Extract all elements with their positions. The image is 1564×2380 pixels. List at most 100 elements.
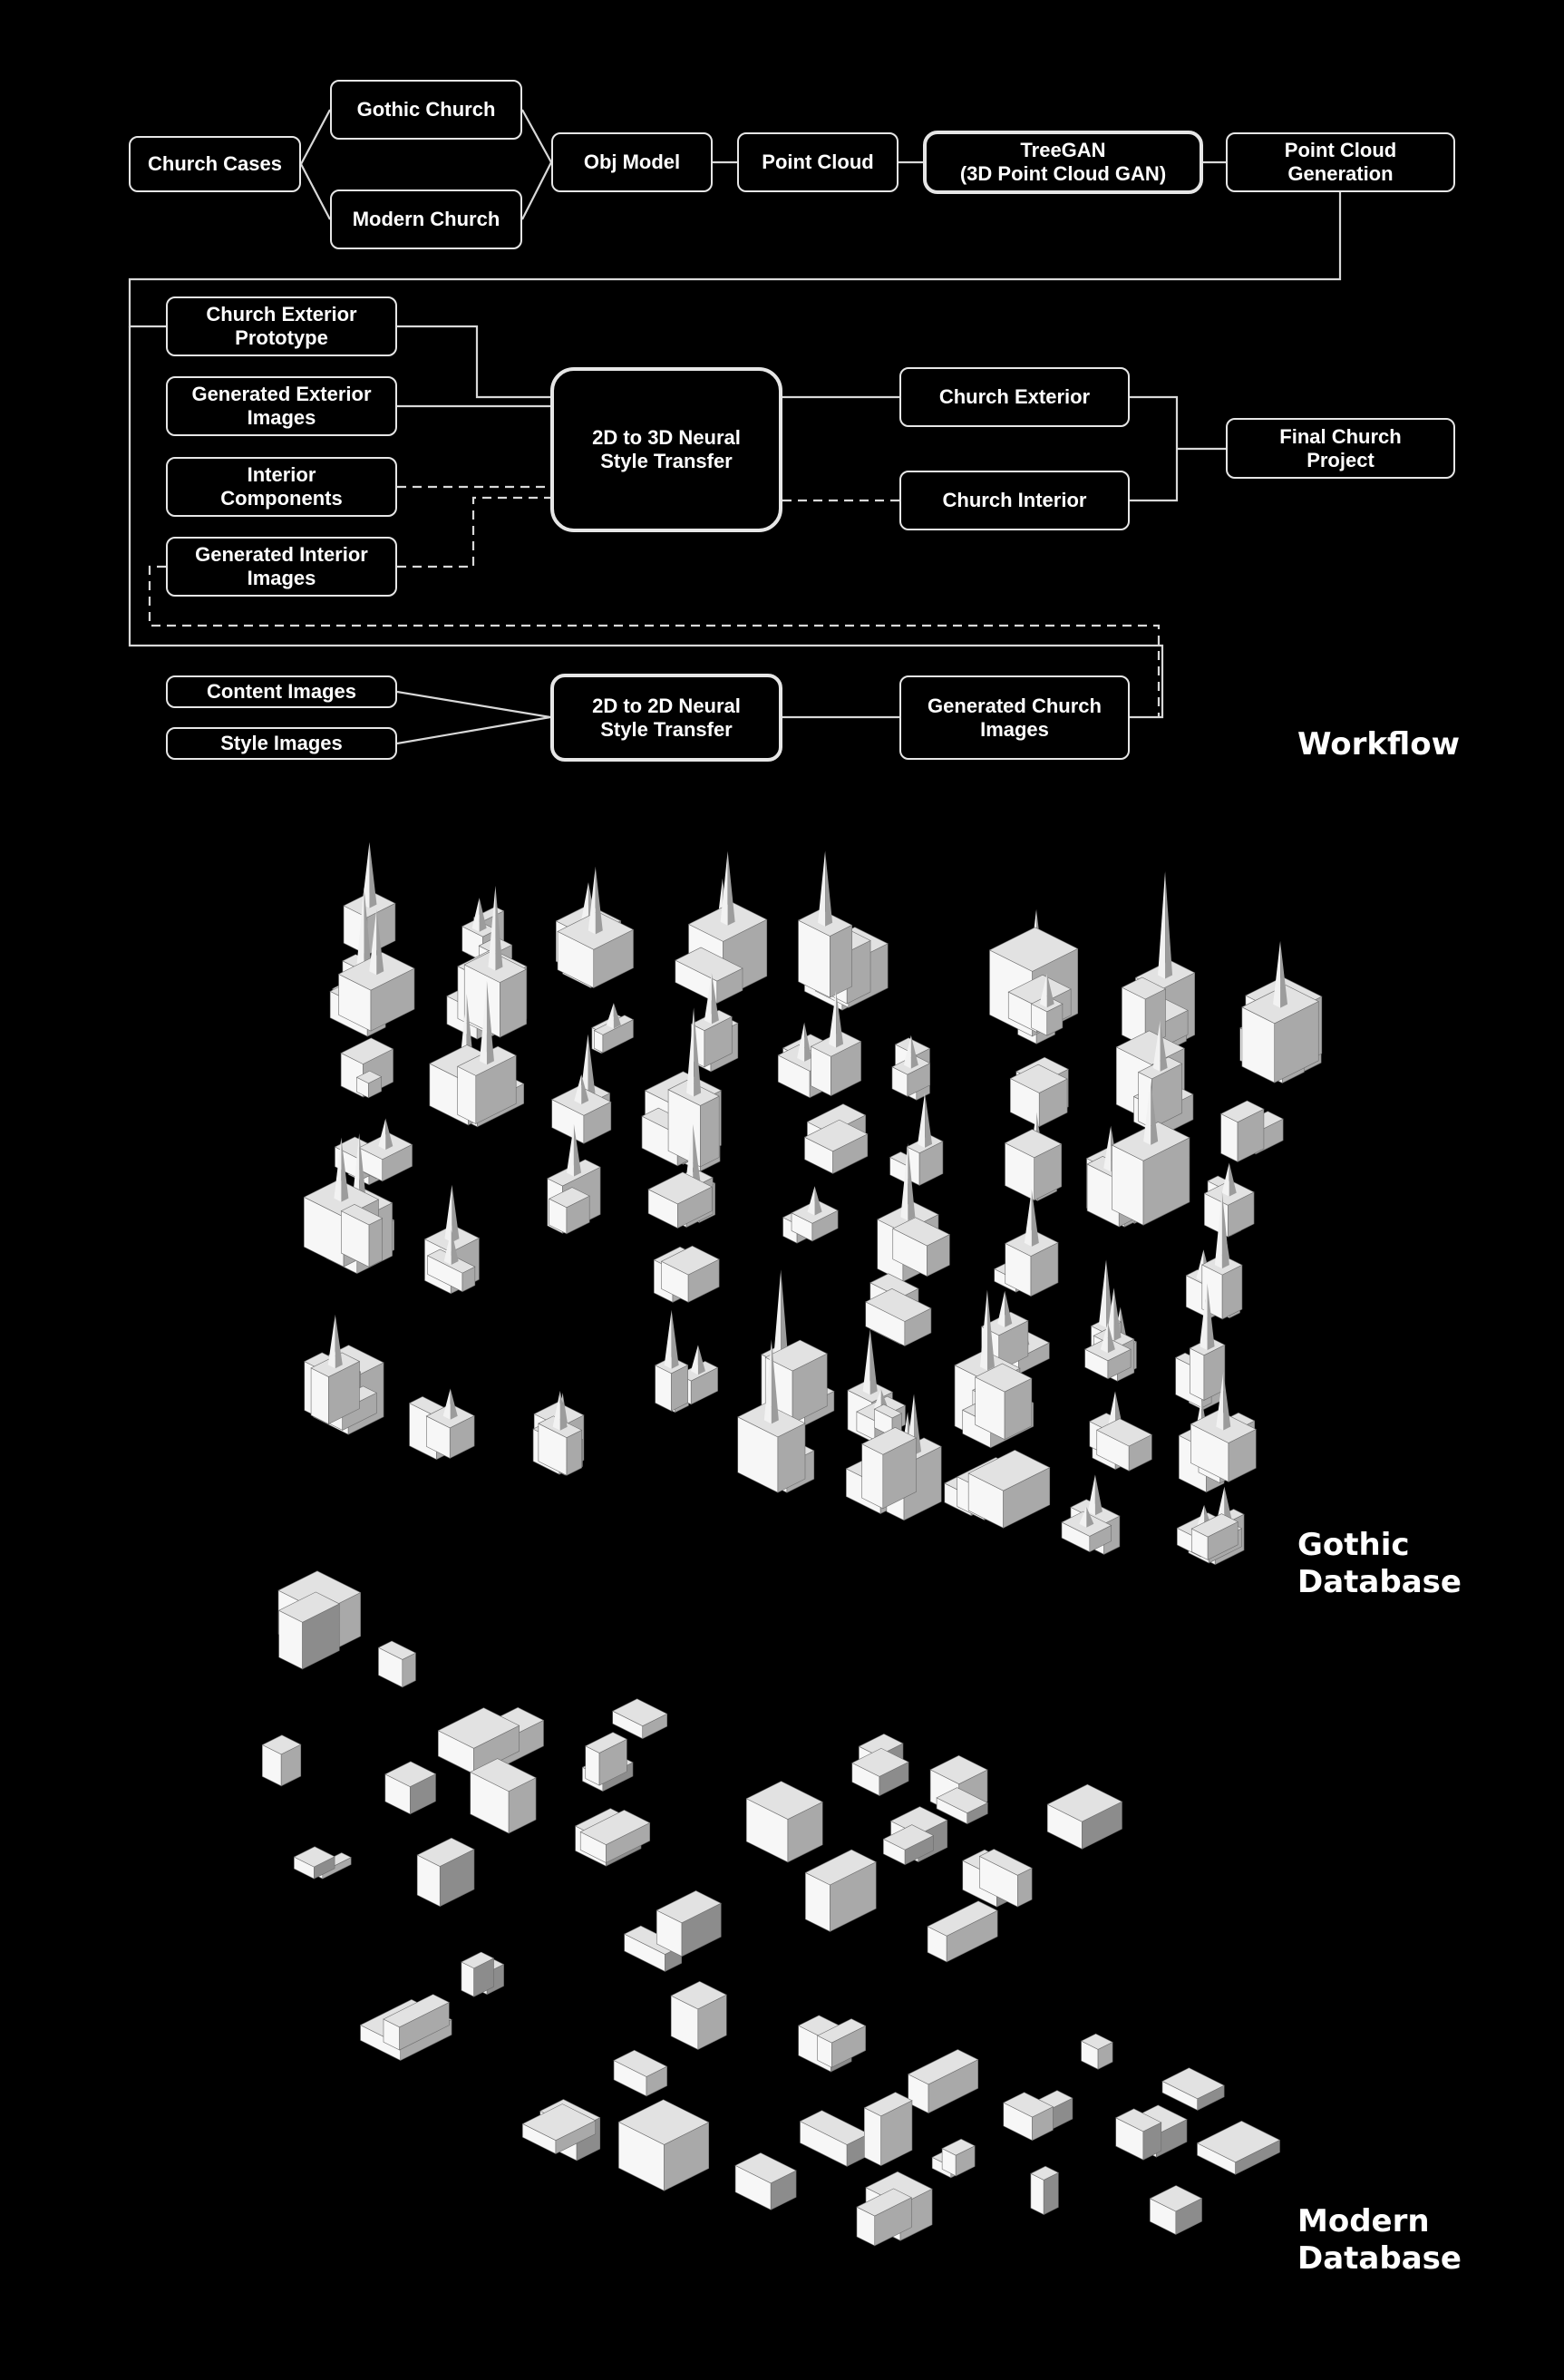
connector-modern-obj bbox=[521, 161, 552, 220]
modern-model-31-part-0 bbox=[799, 2110, 869, 2167]
connector-style-transfer2d bbox=[396, 715, 551, 745]
connector-cases-gothic bbox=[300, 109, 331, 165]
gothic-model-47-part-3 bbox=[538, 1390, 583, 1476]
node-point-cloud-generation: Point Cloud Generation bbox=[1226, 132, 1455, 192]
modern-model-36-part-0 bbox=[734, 2152, 797, 2210]
gothic-model-38-part-3 bbox=[1083, 1322, 1132, 1380]
gothic-model-51-part-2 bbox=[967, 1450, 1051, 1529]
connector-intimages-loop bbox=[148, 565, 1161, 717]
modern-model-29-part-1 bbox=[521, 2103, 597, 2155]
modern-model-18-part-1 bbox=[656, 1890, 722, 1957]
modern-model-30-part-1 bbox=[1115, 2108, 1162, 2161]
modern-model-21-part-0 bbox=[670, 1981, 727, 2051]
modern-model-31-part-1 bbox=[863, 2092, 913, 2167]
node-2d-to-3d-style-transfer: 2D to 3D Neural Style Transfer bbox=[550, 367, 782, 532]
modern-model-17-part-0 bbox=[804, 1849, 877, 1932]
modern-model-12-part-1 bbox=[882, 1824, 935, 1866]
gothic-model-5-part-3 bbox=[337, 908, 415, 1032]
modern-model-1-part-0 bbox=[377, 1640, 417, 1688]
node-generated-interior-images: Generated Interior Images bbox=[166, 537, 397, 597]
node-modern-church: Modern Church bbox=[330, 189, 522, 249]
gothic-model-52-part-1 bbox=[1061, 1506, 1112, 1553]
modern-model-4-part-0 bbox=[261, 1734, 302, 1787]
connector-generation-prototype bbox=[128, 192, 1342, 328]
modern-model-20-part-1 bbox=[461, 1951, 495, 1997]
gothic-model-50-part-3 bbox=[860, 1426, 918, 1510]
node-treegan: TreeGAN (3D Point Cloud GAN) bbox=[923, 131, 1203, 194]
connector-content-transfer2d bbox=[396, 690, 551, 719]
gothic-model-39-part-2 bbox=[1189, 1283, 1226, 1401]
gothic-model-48-part-3 bbox=[1190, 1372, 1257, 1482]
modern-database-models bbox=[261, 1570, 1281, 2247]
modern-model-11-part-0 bbox=[745, 1781, 823, 1863]
modern-model-23-part-1 bbox=[817, 2018, 867, 2068]
gothic-model-9-part-1 bbox=[593, 1003, 635, 1054]
gothic-database-label: Gothic Database bbox=[1297, 1527, 1462, 1600]
gothic-model-16-part-1 bbox=[1009, 1064, 1068, 1128]
modern-model-2-part-0 bbox=[612, 1698, 668, 1740]
modern-model-24-part-0 bbox=[1080, 2033, 1113, 2070]
gothic-model-30-part-3 bbox=[340, 1203, 384, 1268]
node-church-cases: Church Cases bbox=[129, 136, 301, 192]
gothic-model-23-part-1 bbox=[906, 1093, 944, 1186]
gothic-model-14-part-1 bbox=[891, 1035, 931, 1097]
node-obj-model: Obj Model bbox=[551, 132, 713, 192]
node-church-interior: Church Interior bbox=[899, 471, 1130, 530]
gothic-model-24-part-1 bbox=[1004, 1129, 1063, 1201]
modern-model-3-part-1 bbox=[437, 1707, 520, 1775]
connector-gothic-obj bbox=[521, 109, 552, 163]
node-gothic-church: Gothic Church bbox=[330, 80, 522, 140]
modern-model-19-part-0 bbox=[927, 1900, 998, 1963]
modern-model-8-part-1 bbox=[936, 1787, 988, 1825]
gothic-model-44-part-3 bbox=[975, 1363, 1033, 1441]
gothic-model-33-part-1 bbox=[426, 1229, 476, 1293]
gothic-model-34-part-1 bbox=[660, 1245, 720, 1303]
gothic-model-4-part-3 bbox=[797, 850, 853, 998]
gothic-model-21-part-1 bbox=[803, 1119, 869, 1174]
modern-model-34-part-0 bbox=[617, 2099, 710, 2191]
connector-exterior-interior-merge bbox=[1130, 395, 1179, 502]
node-interior-components: Interior Components bbox=[166, 457, 397, 517]
gothic-model-22-part-3 bbox=[358, 1118, 413, 1182]
gothic-model-27-part-1 bbox=[549, 1187, 590, 1235]
modern-model-28-part-1 bbox=[1003, 2092, 1054, 2142]
modern-model-16-part-0 bbox=[416, 1837, 475, 1908]
gothic-model-46-part-3 bbox=[1096, 1418, 1153, 1472]
modern-model-5-part-1 bbox=[585, 1732, 628, 1786]
modern-model-7-part-0 bbox=[384, 1761, 437, 1815]
modern-model-15-part-1 bbox=[978, 1849, 1033, 1908]
gothic-database-models bbox=[303, 841, 1323, 1566]
modern-model-26-part-0 bbox=[1161, 2067, 1225, 2111]
node-style-images: Style Images bbox=[166, 727, 397, 760]
gothic-model-36-part-1 bbox=[865, 1288, 932, 1347]
modern-model-27-part-0 bbox=[908, 2049, 979, 2114]
connector-extimages-loop bbox=[128, 326, 1164, 719]
gothic-model-7-part-3 bbox=[1030, 973, 1064, 1036]
modern-model-37-part-0 bbox=[1149, 2185, 1203, 2235]
gothic-model-28-part-1 bbox=[1203, 1162, 1255, 1238]
modern-model-13-part-1 bbox=[579, 1810, 651, 1863]
node-generated-church-images: Generated Church Images bbox=[899, 675, 1130, 760]
node-final-church-project: Final Church Project bbox=[1226, 418, 1455, 479]
modern-model-38-part-1 bbox=[856, 2188, 912, 2247]
node-church-exterior: Church Exterior bbox=[899, 367, 1130, 427]
gothic-model-11-part-3 bbox=[1241, 940, 1319, 1083]
gothic-model-17-part-2 bbox=[1137, 1020, 1183, 1129]
node-generated-exterior-images: Generated Exterior Images bbox=[166, 376, 397, 436]
gothic-model-45-part-1 bbox=[425, 1388, 475, 1459]
gothic-model-2-part-3 bbox=[557, 866, 635, 988]
gothic-model-40-part-2 bbox=[654, 1309, 689, 1412]
modern-model-35-part-0 bbox=[1030, 2165, 1059, 2216]
gothic-model-13-part-1 bbox=[355, 1070, 383, 1099]
workflow-label: Workflow bbox=[1297, 726, 1460, 763]
gothic-model-31-part-2 bbox=[892, 1217, 951, 1277]
gothic-model-29-part-1 bbox=[791, 1186, 839, 1242]
node-church-exterior-prototype: Church Exterior Prototype bbox=[166, 296, 397, 356]
gothic-model-15-part-3 bbox=[457, 980, 517, 1124]
node-2d-to-2d-style-transfer: 2D to 2D Neural Style Transfer bbox=[550, 674, 782, 762]
modern-model-33-part-1 bbox=[941, 2138, 976, 2177]
modern-model-9-part-0 bbox=[470, 1758, 537, 1834]
gothic-model-53-part-3 bbox=[1190, 1513, 1239, 1560]
modern-database-label: Modern Database bbox=[1297, 2203, 1462, 2277]
